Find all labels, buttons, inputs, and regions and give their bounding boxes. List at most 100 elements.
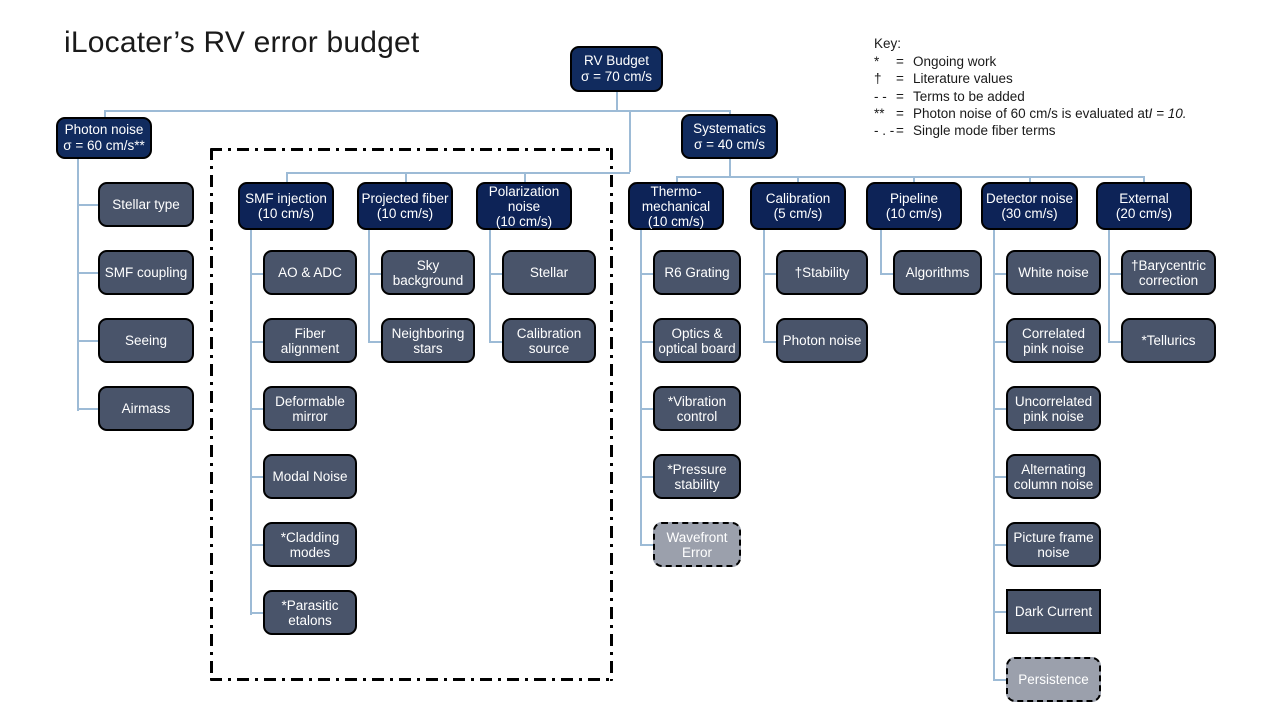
connector-thermo-4 (640, 544, 653, 546)
connector-photon-child-1 (77, 272, 98, 274)
connector-detector-4 (993, 544, 1006, 546)
node-rv-budget[interactable]: RV Budget σ = 70 cm/s (570, 46, 663, 92)
legend-symbol: ** (874, 105, 885, 121)
node-smf-coupling[interactable]: SMF coupling (98, 250, 194, 295)
connector-pipeline-spine (880, 230, 882, 274)
connector-detector-2 (993, 408, 1006, 410)
connector-external-spine (1108, 230, 1110, 342)
connector-photon-spine (77, 153, 79, 411)
legend: Key: * = Ongoing work † = Literature val… (874, 35, 1187, 139)
legend-text-italic: I = 10. (1148, 105, 1187, 121)
node-calibration[interactable]: Calibration (5 cm/s) (750, 182, 846, 230)
node-modal-noise[interactable]: Modal Noise (263, 454, 357, 499)
node-external[interactable]: External (20 cm/s) (1096, 182, 1192, 230)
node-calibration-source[interactable]: Calibration source (502, 318, 596, 363)
legend-entry-literature: † = Literature values (874, 70, 1187, 87)
page-title: iLocater’s RV error budget (64, 26, 420, 59)
legend-entry-to-be-added: - - = Terms to be added (874, 88, 1187, 105)
legend-text: Terms to be added (913, 88, 1025, 104)
legend-text: Ongoing work (913, 54, 997, 70)
connector-thermo-3 (640, 476, 653, 478)
legend-equals: = (896, 105, 904, 121)
node-seeing[interactable]: Seeing (98, 318, 194, 363)
connector-smf-bus-riser (629, 110, 631, 172)
connector-detector-spine (993, 230, 995, 680)
legend-text: Photon noise of 60 cm/s is evaluated at (913, 105, 1149, 121)
legend-symbol: * (874, 54, 880, 70)
connector-systematics-down (729, 159, 731, 176)
node-smf-injection[interactable]: SMF injection (10 cm/s) (238, 182, 334, 230)
node-white-noise[interactable]: White noise (1006, 250, 1101, 295)
legend-entry-ongoing: * = Ongoing work (874, 53, 1187, 70)
node-detector-noise[interactable]: Detector noise (30 cm/s) (981, 182, 1078, 230)
node-pressure-stability[interactable]: *Pressure stability (653, 454, 741, 499)
connector-photon-child-0 (77, 204, 98, 206)
node-calibration-photon-noise[interactable]: Photon noise (776, 318, 868, 363)
node-stellar-type[interactable]: Stellar type (98, 182, 194, 227)
connector-sys-col-1 (797, 176, 799, 182)
legend-equals: = (896, 123, 904, 139)
node-barycentric-correction[interactable]: †Barycentric correction (1121, 250, 1216, 295)
node-polarization-noise[interactable]: Polarization noise (10 cm/s) (476, 182, 572, 230)
connector-detector-6 (993, 679, 1006, 681)
node-systematics[interactable]: Systematics σ = 40 cm/s (681, 114, 778, 159)
node-cladding-modes[interactable]: *Cladding modes (263, 522, 357, 567)
connector-detector-0 (993, 273, 1006, 275)
connector-sys-col-0 (676, 176, 678, 182)
connector-root-bus (104, 110, 730, 112)
connector-pipeline-0 (880, 273, 893, 275)
legend-entry-smf: - . - = Single mode fiber terms (874, 122, 1187, 139)
node-alternating-column-noise[interactable]: Alternating column noise (1006, 454, 1101, 499)
legend-equals: = (896, 71, 904, 87)
node-persistence[interactable]: Persistence (1006, 657, 1101, 702)
connector-calibration-1 (763, 341, 776, 343)
connector-calibration-0 (763, 273, 776, 275)
legend-entry-photon-noise: ** = Photon noise of 60 cm/s is evaluate… (874, 105, 1187, 122)
node-airmass[interactable]: Airmass (98, 386, 194, 431)
node-ao-adc[interactable]: AO & ADC (263, 250, 357, 295)
legend-symbol: - . - (874, 123, 895, 139)
connector-detector-3 (993, 476, 1006, 478)
node-vibration-control[interactable]: *Vibration control (653, 386, 741, 431)
legend-heading: Key: (874, 36, 902, 51)
node-fiber-alignment[interactable]: Fiber alignment (263, 318, 357, 363)
node-tellurics[interactable]: *Tellurics (1121, 318, 1216, 363)
connector-thermo-2 (640, 408, 653, 410)
legend-equals: = (896, 54, 904, 70)
node-pipeline[interactable]: Pipeline (10 cm/s) (866, 182, 962, 230)
node-wavefront-error[interactable]: Wavefront Error (653, 522, 741, 567)
node-parasitic-etalons[interactable]: *Parasitic etalons (263, 590, 357, 635)
node-deformable-mirror[interactable]: Deformable mirror (263, 386, 357, 431)
connector-root-down (616, 92, 618, 110)
connector-external-1 (1108, 341, 1121, 343)
legend-symbol: - - (874, 88, 887, 104)
connector-thermo-0 (640, 273, 653, 275)
node-photon-noise[interactable]: Photon noise σ = 60 cm/s** (56, 117, 152, 159)
connector-external-0 (1108, 273, 1121, 275)
node-correlated-pink-noise[interactable]: Correlated pink noise (1006, 318, 1101, 363)
node-stability[interactable]: †Stability (776, 250, 868, 295)
connector-calibration-spine (763, 230, 765, 342)
connector-detector-1 (993, 341, 1006, 343)
node-optics-optical-board[interactable]: Optics & optical board (653, 318, 741, 363)
connector-photon-child-2 (77, 340, 98, 342)
connector-thermo-spine (640, 230, 642, 544)
node-projected-fiber[interactable]: Projected fiber (10 cm/s) (357, 182, 453, 230)
node-r6-grating[interactable]: R6 Grating (653, 250, 741, 295)
node-sky-background[interactable]: Sky background (381, 250, 475, 295)
connector-sys-col-4 (1143, 176, 1145, 182)
node-uncorrelated-pink-noise[interactable]: Uncorrelated pink noise (1006, 386, 1101, 431)
connector-sys-col-3 (1029, 176, 1031, 182)
connector-systematics-bus (676, 176, 1143, 178)
connector-sys-col-2 (913, 176, 915, 182)
node-stellar[interactable]: Stellar (502, 250, 596, 295)
legend-text: Single mode fiber terms (913, 123, 1056, 139)
node-picture-frame-noise[interactable]: Picture frame noise (1006, 522, 1101, 567)
connector-detector-5 (993, 611, 1006, 613)
node-neighboring-stars[interactable]: Neighboring stars (381, 318, 475, 363)
node-algorithms[interactable]: Algorithms (893, 250, 982, 295)
legend-equals: = (896, 88, 904, 104)
node-thermo-mechanical[interactable]: Thermo- mechanical (10 cm/s) (628, 182, 724, 230)
node-dark-current[interactable]: Dark Current (1006, 589, 1101, 634)
